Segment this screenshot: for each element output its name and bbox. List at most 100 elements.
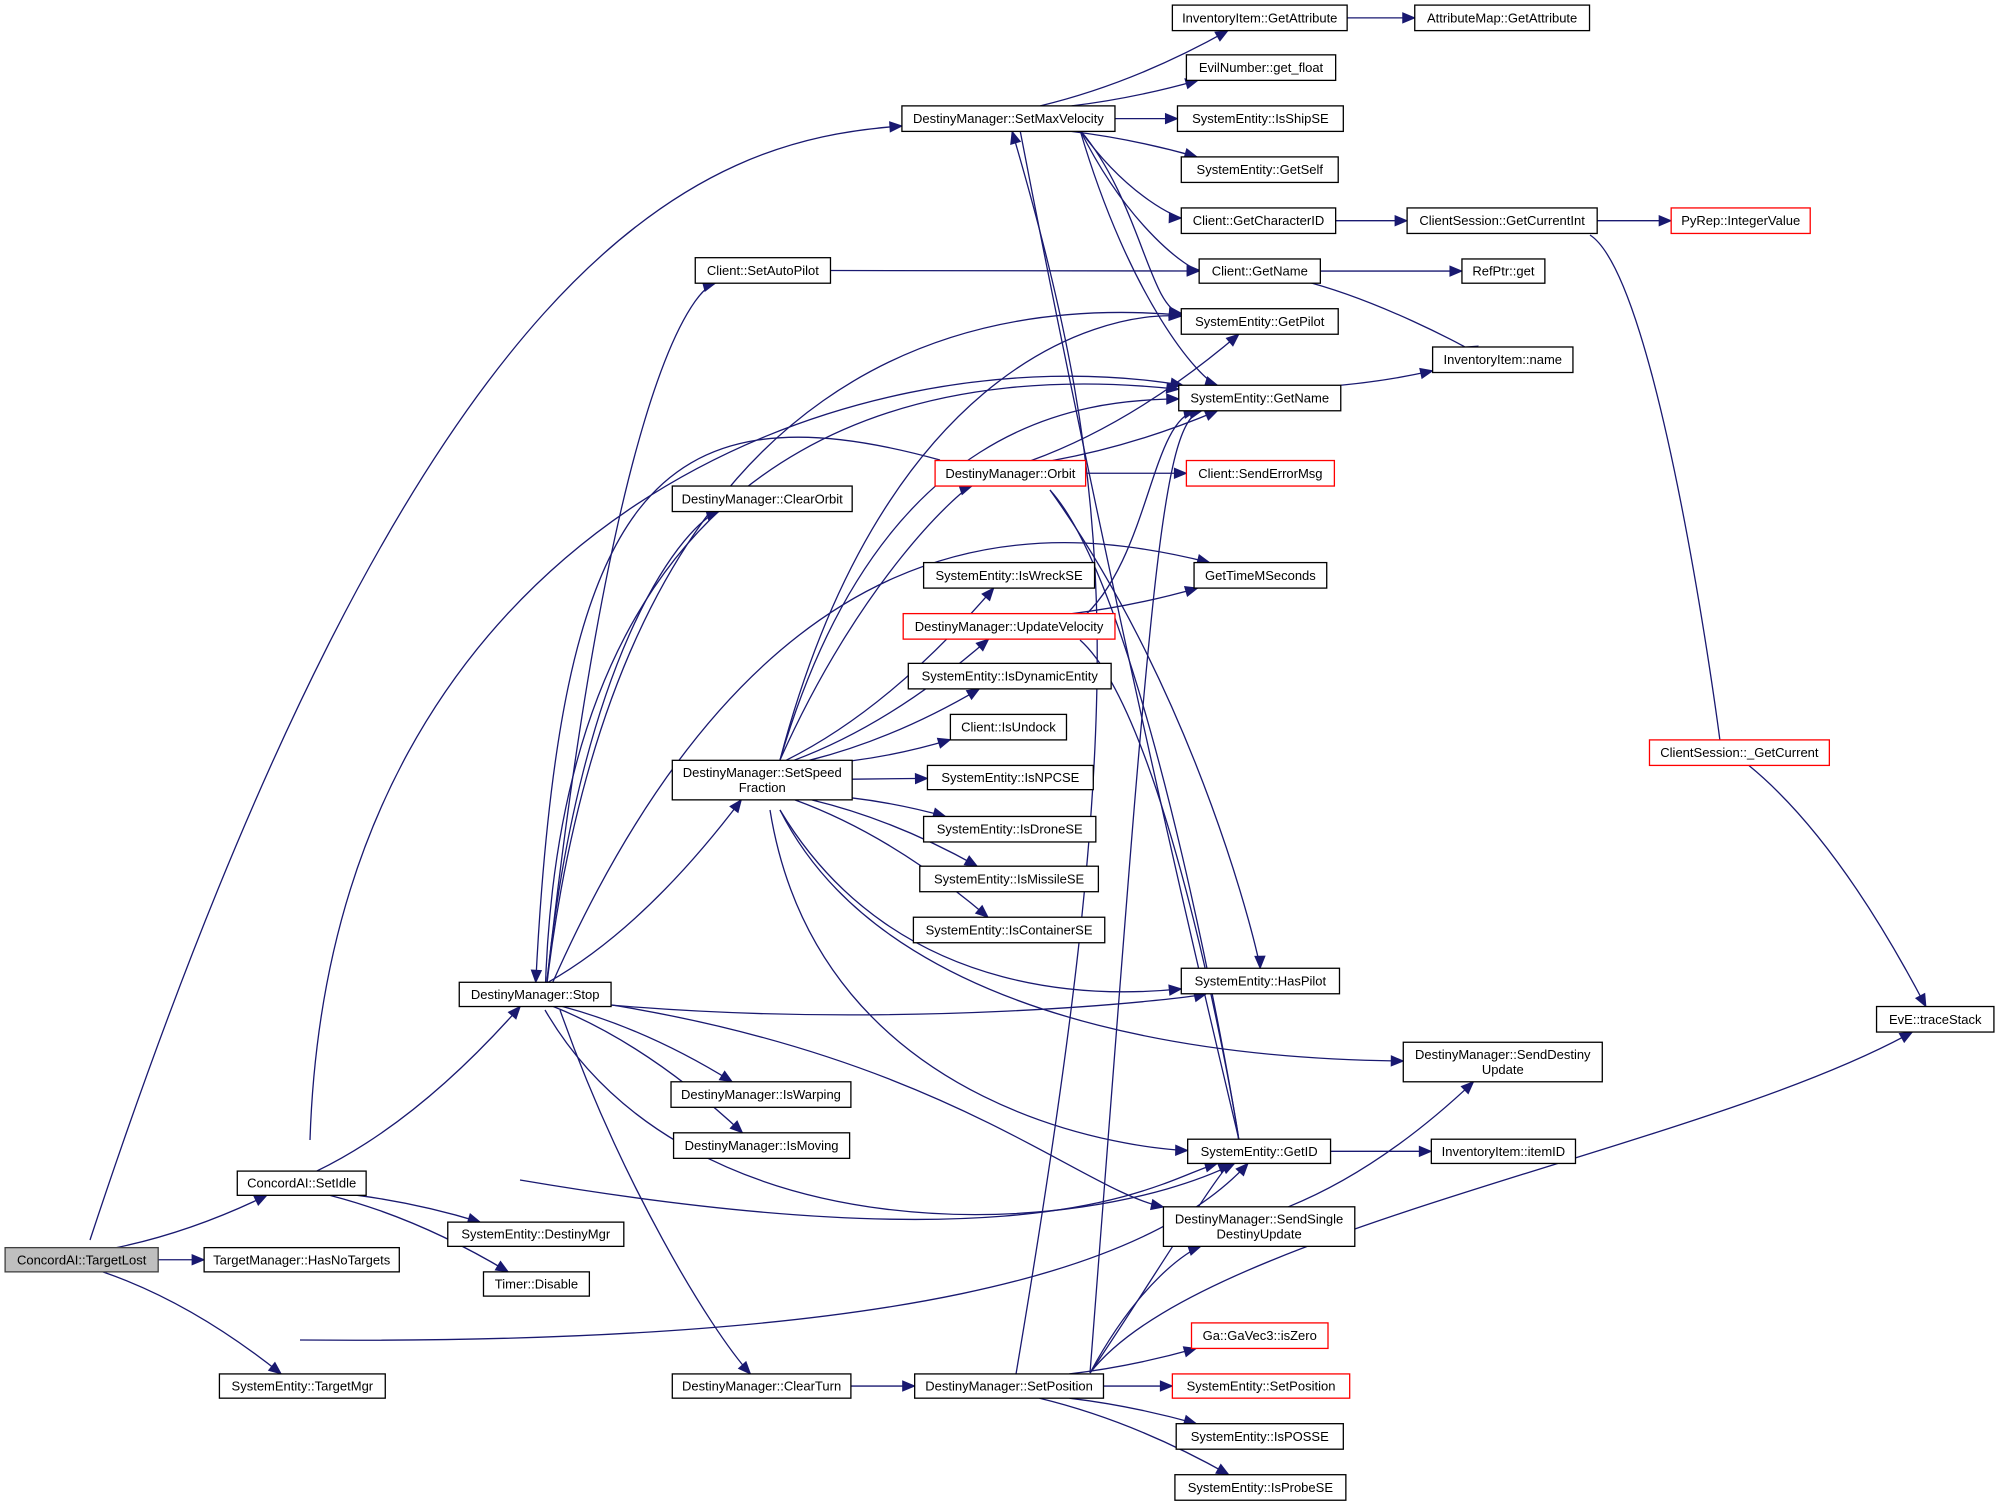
- node-tracestack[interactable]: EvE::traceStack: [1875, 1005, 1995, 1033]
- node-isposse[interactable]: SystemEntity::IsPOSSE: [1175, 1423, 1344, 1450]
- node-box[interactable]: [218, 1373, 386, 1399]
- node-box[interactable]: [934, 459, 1087, 487]
- node-box[interactable]: [922, 815, 1097, 843]
- node-invname[interactable]: InventoryItem::name: [1431, 346, 1574, 374]
- node-box[interactable]: [1175, 1423, 1344, 1450]
- node-box[interactable]: [4, 1246, 159, 1273]
- node-iswreckse[interactable]: SystemEntity::IsWreckSE: [922, 561, 1096, 589]
- node-box[interactable]: [1162, 1206, 1356, 1248]
- node-orbit[interactable]: DestinyManager::Orbit: [934, 459, 1087, 487]
- node-setmaxvelocity[interactable]: DestinyManager::SetMaxVelocity: [901, 105, 1116, 133]
- node-iszero[interactable]: Ga::GaVec3::isZero: [1190, 1322, 1329, 1350]
- node-box[interactable]: [1174, 1474, 1347, 1501]
- node-ismissilese[interactable]: SystemEntity::IsMissileSE: [919, 865, 1100, 893]
- node-box[interactable]: [1431, 346, 1574, 374]
- node-box[interactable]: [672, 1132, 851, 1159]
- node-refptrget[interactable]: RefPtr::get: [1461, 258, 1546, 284]
- node-box[interactable]: [447, 1221, 625, 1248]
- node-box[interactable]: [203, 1246, 400, 1273]
- node-targetmgr[interactable]: SystemEntity::TargetMgr: [218, 1373, 386, 1399]
- node-box[interactable]: [1180, 967, 1341, 995]
- node-box[interactable]: [1198, 258, 1321, 284]
- node-box[interactable]: [914, 1373, 1105, 1399]
- node-box[interactable]: [1402, 1041, 1603, 1083]
- node-clearturn[interactable]: DestinyManager::ClearTurn: [671, 1373, 852, 1399]
- node-box[interactable]: [671, 759, 853, 801]
- node-box[interactable]: [907, 662, 1112, 690]
- node-box[interactable]: [1414, 4, 1591, 32]
- node-box[interactable]: [912, 916, 1106, 944]
- node-box[interactable]: [671, 1373, 852, 1399]
- node-setposition[interactable]: DestinyManager::SetPosition: [914, 1373, 1105, 1399]
- node-getcurrentint[interactable]: ClientSession::GetCurrentInt: [1406, 207, 1598, 235]
- node-itemid[interactable]: InventoryItem::itemID: [1430, 1138, 1577, 1165]
- node-box[interactable]: [901, 105, 1116, 133]
- node-box[interactable]: [1190, 1322, 1329, 1350]
- node-box[interactable]: [1430, 1138, 1577, 1165]
- node-senderrormsg[interactable]: Client::SendErrorMsg: [1185, 459, 1336, 487]
- node-box[interactable]: [1670, 207, 1811, 235]
- node-updatevelocity[interactable]: DestinyManager::UpdateVelocity: [902, 612, 1116, 640]
- node-haspilot[interactable]: SystemEntity::HasPilot: [1180, 967, 1341, 995]
- node-integervalue[interactable]: PyRep::IntegerValue: [1670, 207, 1811, 235]
- node-isnpcse[interactable]: SystemEntity::IsNPCSE: [926, 764, 1094, 791]
- node-box[interactable]: [1875, 1005, 1995, 1033]
- node-isdynamicentity[interactable]: SystemEntity::IsDynamicEntity: [907, 662, 1112, 690]
- node-box[interactable]: [1171, 4, 1348, 32]
- node-box[interactable]: [671, 485, 853, 513]
- node-box[interactable]: [1187, 1138, 1332, 1165]
- node-box[interactable]: [1406, 207, 1598, 235]
- node-box[interactable]: [1185, 54, 1337, 82]
- node-isdronese[interactable]: SystemEntity::IsDroneSE: [922, 815, 1097, 843]
- node-destinymgr[interactable]: SystemEntity::DestinyMgr: [447, 1221, 625, 1248]
- node-iscontainerse[interactable]: SystemEntity::IsContainerSE: [912, 916, 1106, 944]
- node-box[interactable]: [1171, 1373, 1351, 1399]
- node-box[interactable]: [926, 764, 1094, 791]
- node-getcharacterid[interactable]: Client::GetCharacterID: [1180, 207, 1337, 235]
- node-box[interactable]: [1185, 459, 1336, 487]
- node-isprobese[interactable]: SystemEntity::IsProbeSE: [1174, 1474, 1347, 1501]
- node-clearorbit[interactable]: DestinyManager::ClearOrbit: [671, 485, 853, 513]
- node-box[interactable]: [1193, 561, 1328, 589]
- node-invgetattribute[interactable]: InventoryItem::GetAttribute: [1171, 4, 1348, 32]
- node-getself[interactable]: SystemEntity::GetSelf: [1180, 156, 1339, 184]
- node-setautopilot[interactable]: Client::SetAutoPilot: [694, 257, 832, 284]
- node-getfloat[interactable]: EvilNumber::get_float: [1185, 54, 1337, 82]
- node-box[interactable]: [949, 713, 1068, 741]
- node-isundock[interactable]: Client::IsUndock: [949, 713, 1068, 741]
- node-setidle[interactable]: ConcordAI::SetIdle: [236, 1170, 367, 1196]
- node-box[interactable]: [694, 257, 832, 284]
- node-box[interactable]: [1180, 207, 1337, 235]
- node-box[interactable]: [482, 1271, 591, 1297]
- node-box[interactable]: [1178, 384, 1342, 412]
- node-sesetposition[interactable]: SystemEntity::SetPosition: [1171, 1373, 1351, 1399]
- node-gettimemseconds[interactable]: GetTimeMSeconds: [1193, 561, 1328, 589]
- node-timerdisable[interactable]: Timer::Disable: [482, 1271, 591, 1297]
- node-box[interactable]: [670, 1081, 852, 1108]
- node-box[interactable]: [919, 865, 1100, 893]
- node-box[interactable]: [458, 981, 612, 1008]
- node-box[interactable]: [1180, 308, 1339, 335]
- node-getid[interactable]: SystemEntity::GetID: [1187, 1138, 1332, 1165]
- node-clientgetname[interactable]: Client::GetName: [1198, 258, 1321, 284]
- node-iswarping[interactable]: DestinyManager::IsWarping: [670, 1081, 852, 1108]
- node-box[interactable]: [1176, 105, 1344, 133]
- node-box[interactable]: [1461, 258, 1546, 284]
- node-ismoving[interactable]: DestinyManager::IsMoving: [672, 1132, 851, 1159]
- node-getpilot[interactable]: SystemEntity::GetPilot: [1180, 308, 1339, 335]
- node-attrmapgetattribute[interactable]: AttributeMap::GetAttribute: [1414, 4, 1591, 32]
- node-targetlost[interactable]: ConcordAI::TargetLost: [4, 1246, 159, 1273]
- node-isshipse[interactable]: SystemEntity::IsShipSE: [1176, 105, 1344, 133]
- node-box[interactable]: [922, 561, 1096, 589]
- node-segetname[interactable]: SystemEntity::GetName: [1178, 384, 1342, 412]
- node-stop[interactable]: DestinyManager::Stop: [458, 981, 612, 1008]
- node-box[interactable]: [1180, 156, 1339, 184]
- node-box[interactable]: [1648, 739, 1831, 767]
- node-box[interactable]: [236, 1170, 367, 1196]
- node-getcurrent[interactable]: ClientSession::_GetCurrent: [1648, 739, 1831, 767]
- node-box[interactable]: [902, 612, 1116, 640]
- node-hasnotargets[interactable]: TargetManager::HasNoTargets: [203, 1246, 400, 1273]
